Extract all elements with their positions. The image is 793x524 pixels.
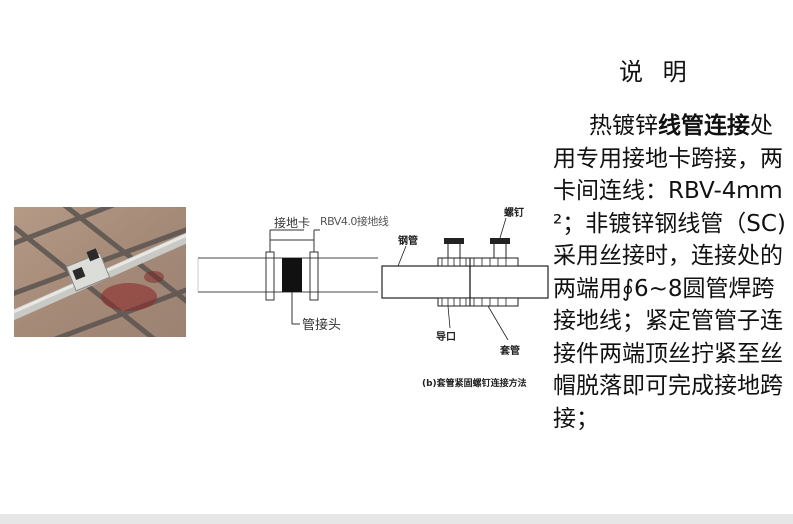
ground-clip-diagram: 接地卡 RBV4.0接地线 管接头 bbox=[197, 214, 389, 333]
intro-plain: 热镀锌 bbox=[589, 113, 658, 139]
explanation-body: 热镀锌线管连接处用专用接地卡跨接，两卡间连线：RBV-4ｍｍ²；非镀锌钢线管（S… bbox=[553, 110, 789, 435]
explanation-title: 说 明 bbox=[619, 58, 693, 86]
intro-bold: 线管连接 bbox=[658, 113, 750, 139]
label-pipe-joint: 管接头 bbox=[302, 317, 341, 333]
label-steel-pipe: 钢管 bbox=[398, 234, 418, 247]
diagram-caption: (b)套管紧固螺钉连接方法 bbox=[422, 377, 527, 389]
label-ground-clip: 接地卡 bbox=[274, 215, 310, 230]
label-ground-wire: RBV4.0接地线 bbox=[320, 214, 389, 228]
label-sleeve: 套管 bbox=[499, 344, 520, 357]
label-screw: 螺钉 bbox=[504, 206, 524, 219]
explanation-text: 处用专用接地卡跨接，两卡间连线：RBV-4ｍｍ²；非镀锌钢线管（SC)采用丝接时… bbox=[553, 113, 786, 432]
conduit-photo bbox=[14, 207, 186, 337]
footer-bar bbox=[0, 514, 793, 524]
sleeve-screw-diagram: 螺钉 钢管 导口 套管 (b)套管紧固螺钉连接方法 bbox=[381, 206, 549, 389]
label-guide: 导口 bbox=[436, 331, 456, 343]
